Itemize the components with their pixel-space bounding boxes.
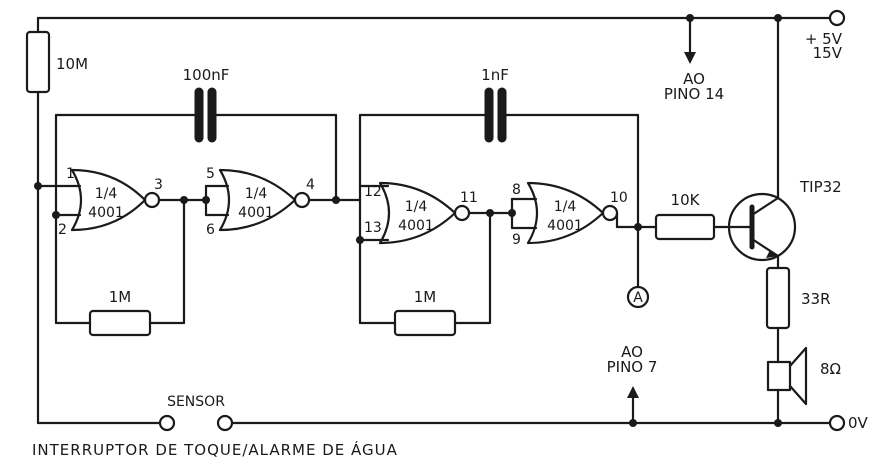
g2-pin-a: 5 bbox=[206, 166, 215, 182]
diagram-title: INTERRUPTOR DE TOQUE/ALARME DE ÁGUA bbox=[32, 440, 398, 459]
resistor-10k bbox=[654, 213, 748, 241]
g2-label-2: 4001 bbox=[238, 205, 274, 221]
pin7-label-1: AO bbox=[621, 343, 643, 361]
label-8ohm: 8Ω bbox=[820, 360, 841, 378]
sensor-contacts bbox=[158, 414, 234, 432]
g4-pin-b: 9 bbox=[512, 232, 521, 248]
arrow-pin14 bbox=[684, 16, 696, 64]
capacitor-1nf bbox=[358, 87, 640, 229]
g4-label-1: 1/4 bbox=[554, 199, 577, 215]
label-1nf: 1nF bbox=[481, 66, 509, 84]
resistor-33r bbox=[765, 266, 791, 364]
g4-pin-out: 10 bbox=[610, 190, 628, 206]
pin14-label-1: AO bbox=[683, 70, 705, 88]
arrow-pin7 bbox=[627, 386, 639, 425]
resistor-1m-b bbox=[358, 211, 492, 337]
capacitor-100nf bbox=[54, 87, 338, 202]
pin7-label-2: PINO 7 bbox=[607, 358, 658, 376]
label-sensor: SENSOR bbox=[167, 394, 225, 410]
supply-label-1: + 5V bbox=[805, 30, 843, 48]
resistor-10m bbox=[25, 16, 51, 425]
g3-label-2: 4001 bbox=[398, 218, 434, 234]
resistor-1m-a bbox=[54, 198, 186, 337]
g3-pin-a: 12 bbox=[364, 184, 382, 200]
label-1m-b: 1M bbox=[414, 288, 437, 306]
g2-pin-out: 4 bbox=[306, 177, 315, 193]
label-test-point: A bbox=[633, 290, 643, 306]
nor-gate-1 bbox=[36, 168, 208, 232]
g4-pin-a: 8 bbox=[512, 182, 521, 198]
label-10k: 10K bbox=[671, 191, 701, 209]
ground-label: 0V bbox=[848, 414, 869, 432]
g1-label-2: 4001 bbox=[88, 205, 124, 221]
label-1m-a: 1M bbox=[109, 288, 132, 306]
supply-rail bbox=[36, 9, 846, 27]
g2-label-1: 1/4 bbox=[245, 186, 268, 202]
g2-pin-b: 6 bbox=[206, 222, 215, 238]
supply-label-2: 15V bbox=[813, 44, 843, 62]
g4-label-2: 4001 bbox=[547, 218, 583, 234]
speaker-8ohm bbox=[766, 346, 808, 425]
nor-gate-4 bbox=[508, 181, 658, 245]
g1-label-1: 1/4 bbox=[95, 186, 118, 202]
g3-pin-b: 13 bbox=[364, 220, 382, 236]
g1-pin-a: 1 bbox=[66, 166, 75, 182]
nor-gate-2 bbox=[202, 168, 362, 232]
transistor-tip32 bbox=[727, 16, 797, 270]
pin14-label-2: PINO 14 bbox=[664, 85, 724, 103]
g3-pin-out: 11 bbox=[460, 190, 478, 206]
label-tip32: TIP32 bbox=[799, 178, 842, 196]
test-point-a bbox=[626, 225, 650, 309]
label-100nf: 100nF bbox=[183, 66, 230, 84]
g1-pin-out: 3 bbox=[154, 177, 163, 193]
g1-pin-b: 2 bbox=[58, 222, 67, 238]
label-10m: 10M bbox=[56, 55, 88, 73]
ground-rail bbox=[36, 414, 846, 432]
label-33r: 33R bbox=[801, 290, 831, 308]
g3-label-1: 1/4 bbox=[405, 199, 428, 215]
